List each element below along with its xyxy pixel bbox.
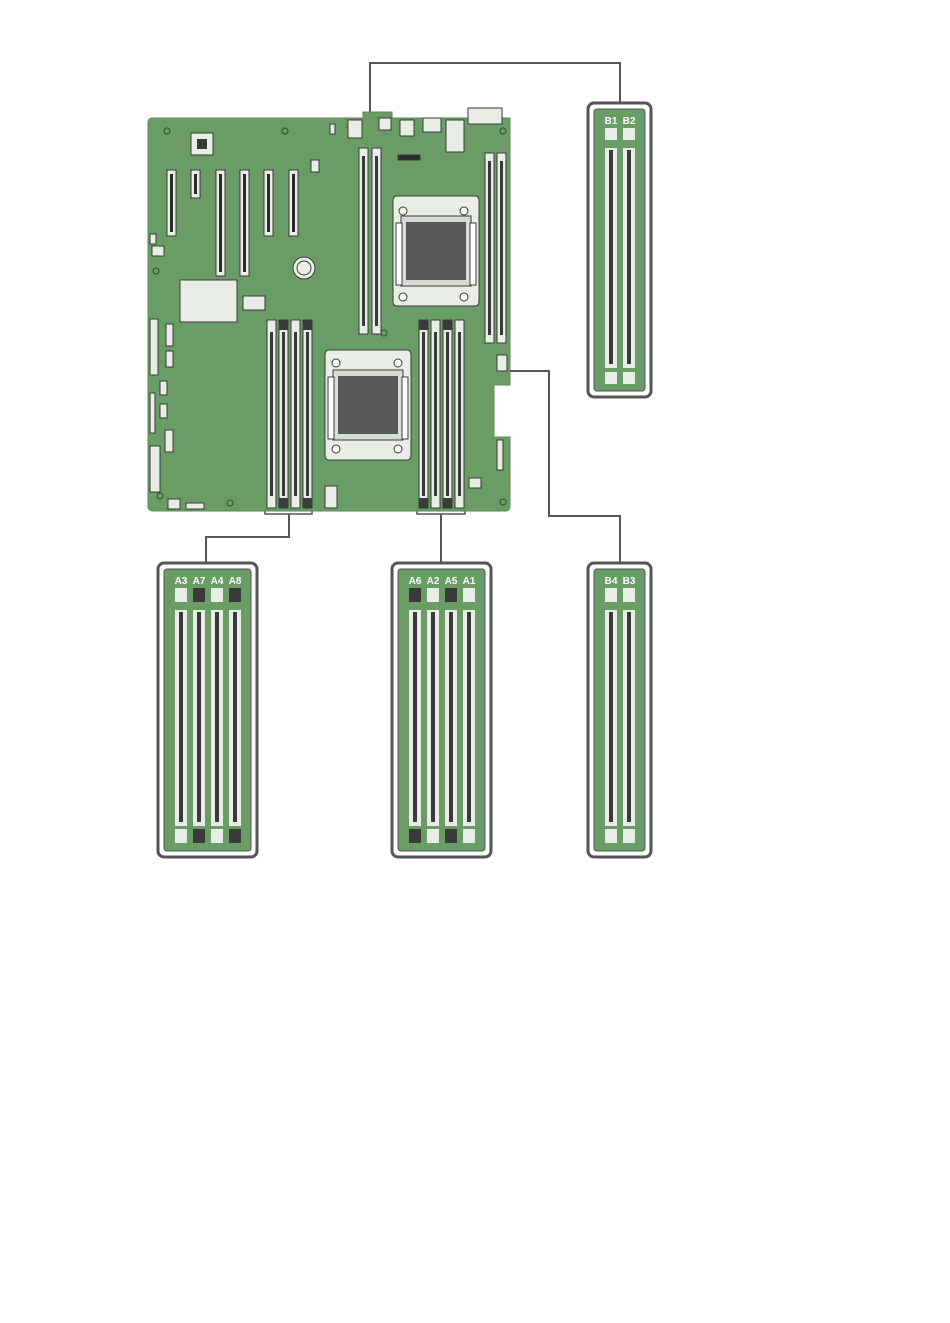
- slot-label-b1: B1: [605, 116, 618, 127]
- dimm-panel-b-bottom: B4 B3: [588, 563, 651, 857]
- dimm-slot: [409, 588, 421, 843]
- slot-label-a6: A6: [409, 576, 422, 587]
- dimm-slot: [463, 588, 475, 843]
- dimm-slot: [605, 128, 617, 384]
- slot-label-a2: A2: [427, 576, 440, 587]
- dimm-slot: [193, 588, 205, 843]
- processor-socket-icon: [393, 196, 479, 306]
- slot-label-b2: B2: [623, 116, 636, 127]
- slot-label-a3: A3: [175, 576, 188, 587]
- dimm-slot: [211, 588, 223, 843]
- connector-line-a-left: [206, 514, 289, 565]
- system-board: [148, 108, 510, 511]
- dimm-slot: [623, 588, 635, 843]
- slot-label-b4: B4: [605, 576, 618, 587]
- slot-label-a8: A8: [229, 576, 242, 587]
- dimm-panel-b-top: B1 B2: [588, 103, 651, 397]
- dimm-slot: [623, 128, 635, 384]
- coin-cell-battery-icon: [293, 257, 315, 279]
- dimm-panel-a-mid: A6 A2 A5 A1: [392, 563, 491, 857]
- dimm-slot: [427, 588, 439, 843]
- dimm-slot: [605, 588, 617, 843]
- connector-line-b-bottom: [508, 371, 620, 565]
- dimm-slot: [175, 588, 187, 843]
- dimm-slot: [229, 588, 241, 843]
- slot-label-a1: A1: [463, 576, 476, 587]
- dimm-panel-a-left: A3 A7 A4 A8: [158, 563, 257, 857]
- dimm-slot: [445, 588, 457, 843]
- slot-label-a7: A7: [193, 576, 206, 587]
- slot-label-b3: B3: [623, 576, 636, 587]
- processor-socket-icon: [325, 350, 411, 460]
- expansion-module: [180, 280, 237, 322]
- slot-label-a5: A5: [445, 576, 458, 587]
- slot-label-a4: A4: [211, 576, 224, 587]
